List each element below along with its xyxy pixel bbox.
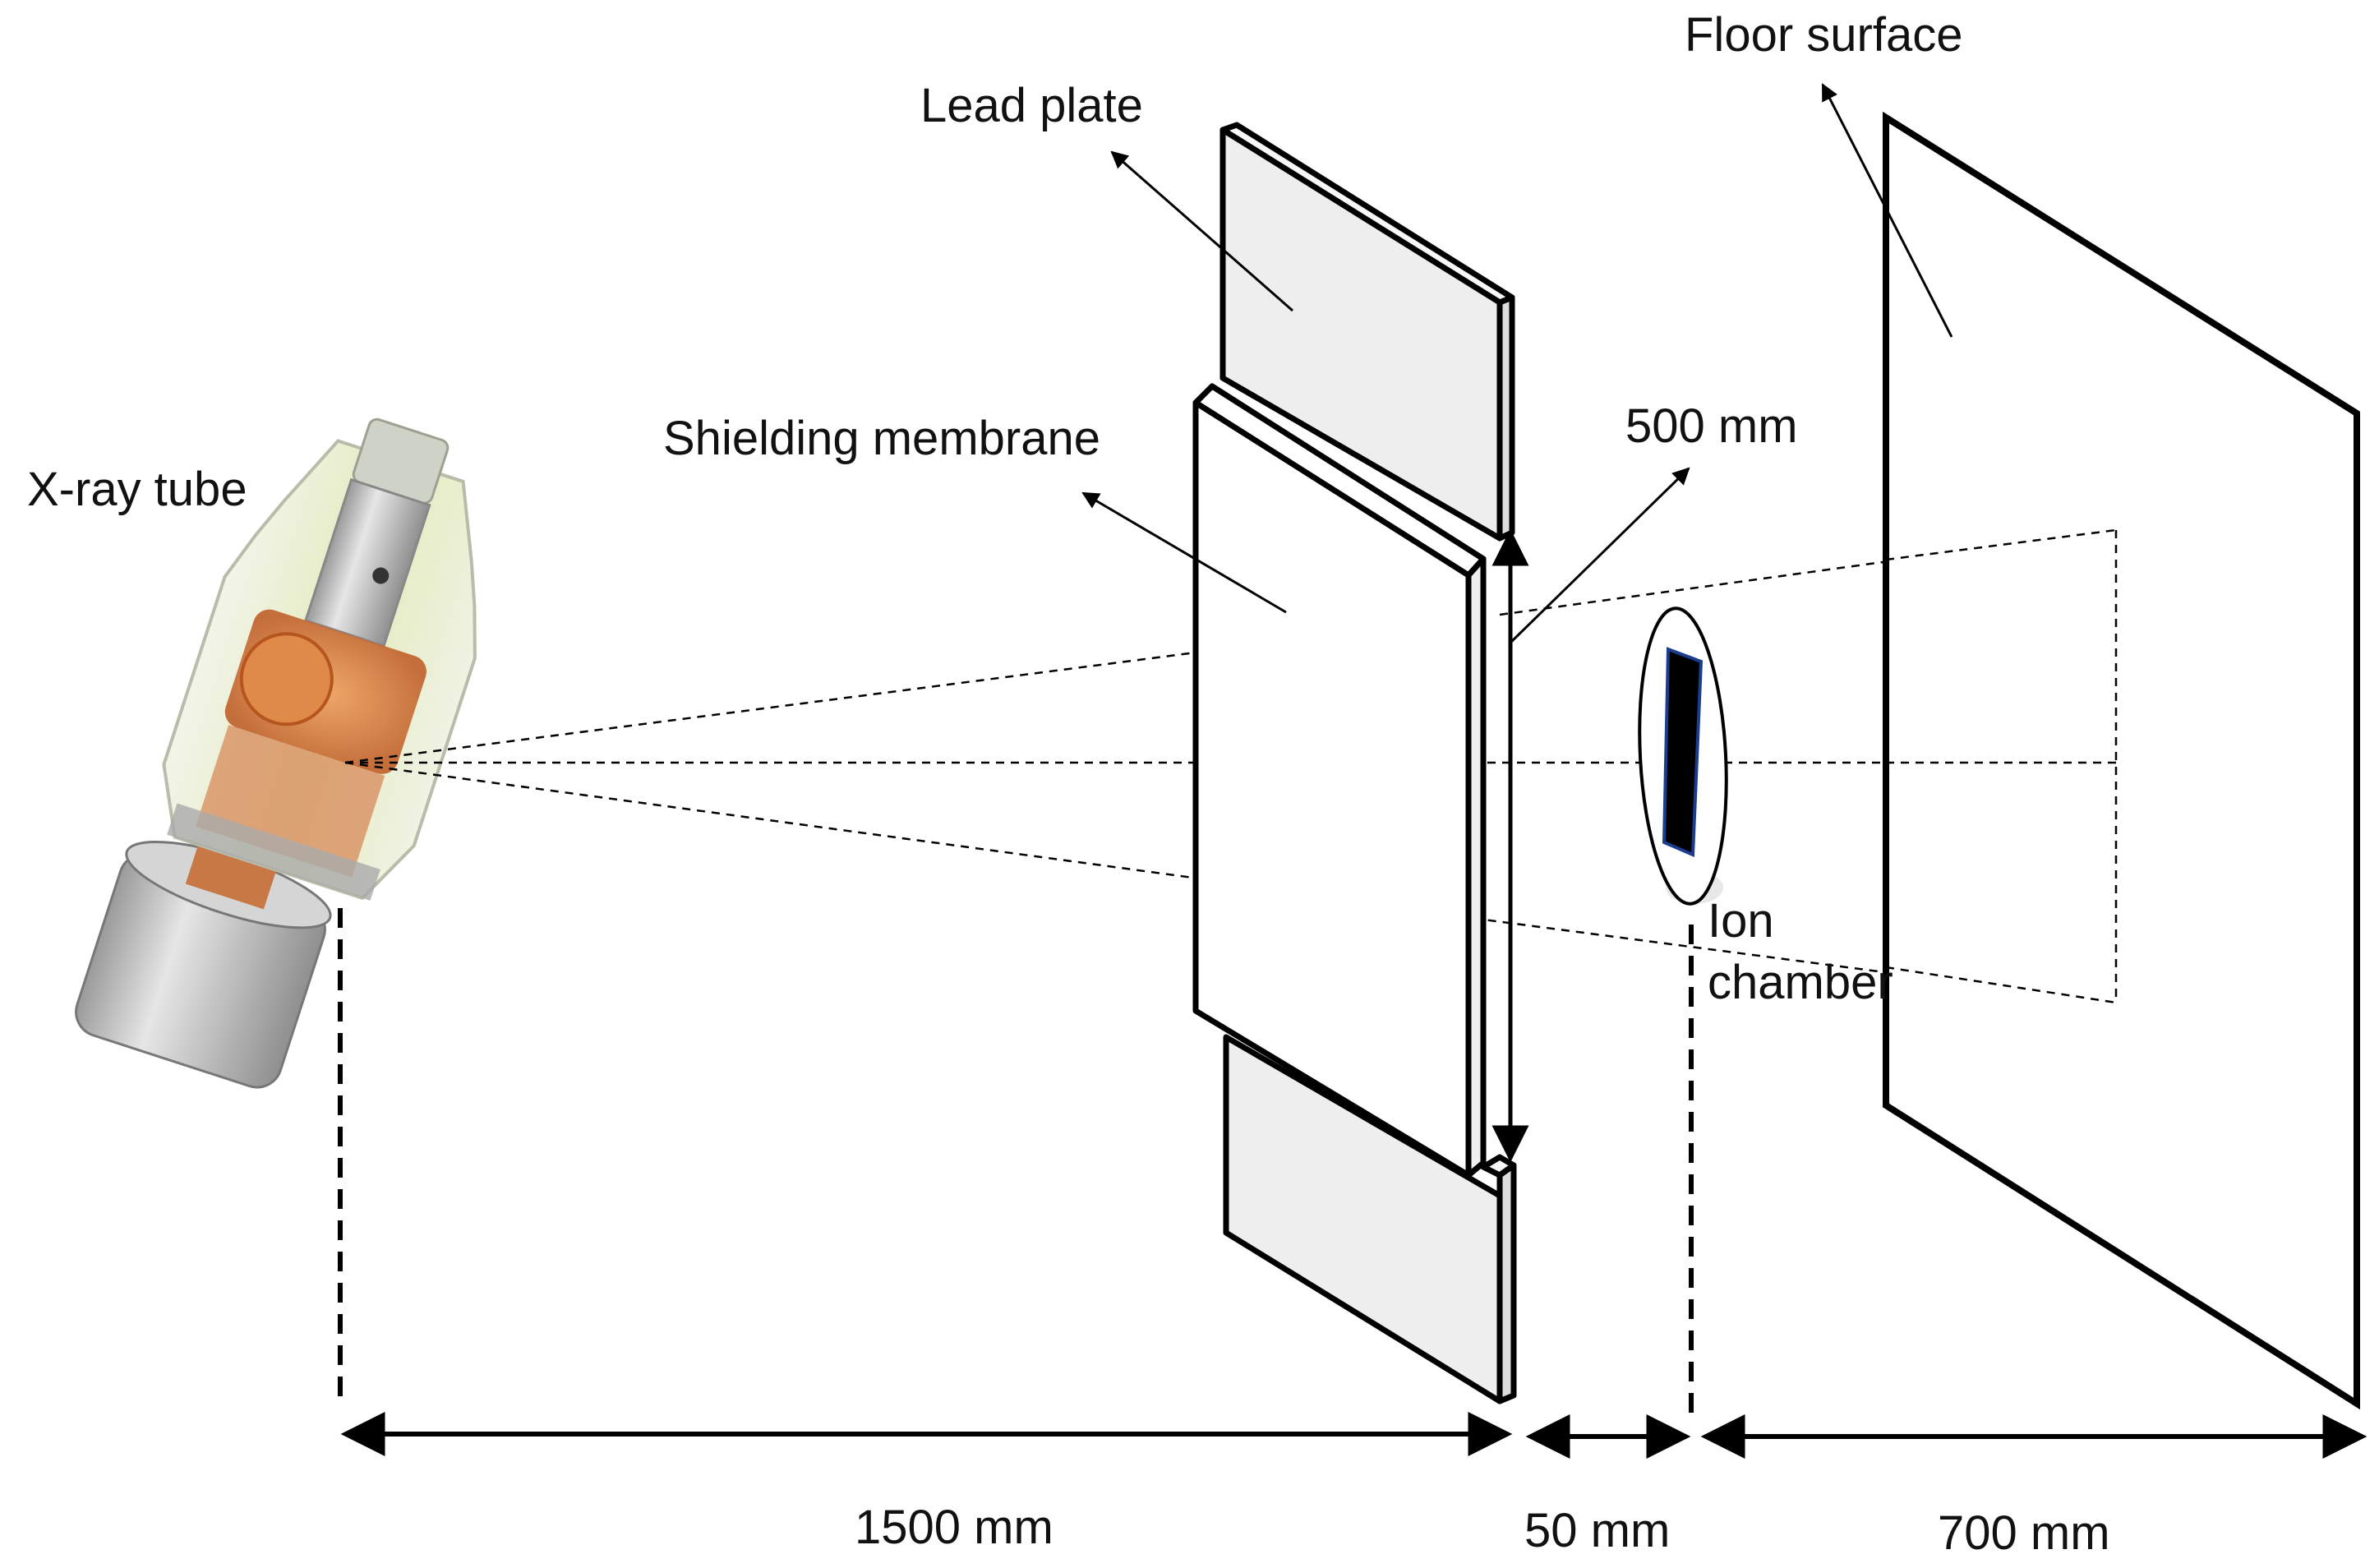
floor-surface-leader [1821, 83, 1953, 338]
dimension-label-50: 50 mm [1524, 1504, 1670, 1557]
shielding-membrane-leader [1081, 491, 1287, 614]
xray-tube-image [75, 417, 477, 1089]
beam-upper-ray [344, 642, 1266, 764]
floor-surface-plane [1883, 111, 2360, 1410]
xray-tube-label: X-ray tube [27, 463, 247, 516]
lead-plate-label: Lead plate [920, 79, 1143, 132]
ion-chamber [1638, 606, 1728, 906]
floor-surface-label: Floor surface [1685, 8, 1962, 62]
ion-chamber-label-line2: chamber [1708, 956, 1893, 1009]
lead-plate-bottom [1223, 1034, 1517, 1404]
beam-lower-ray [344, 761, 1266, 889]
dimension-guides [338, 908, 1694, 1414]
height-500-label: 500 mm [1625, 399, 1798, 453]
dimension-label-700: 700 mm [1938, 1506, 2110, 1560]
dimension-label-1500: 1500 mm [855, 1501, 1053, 1554]
lead-plate-leader [1110, 150, 1293, 312]
shielding-membrane [1192, 383, 1487, 1178]
height-500-leader [1509, 467, 1690, 644]
shielding-membrane-label: Shielding membrane [663, 412, 1100, 465]
ion-chamber-label-line1: Ion [1708, 894, 1774, 948]
